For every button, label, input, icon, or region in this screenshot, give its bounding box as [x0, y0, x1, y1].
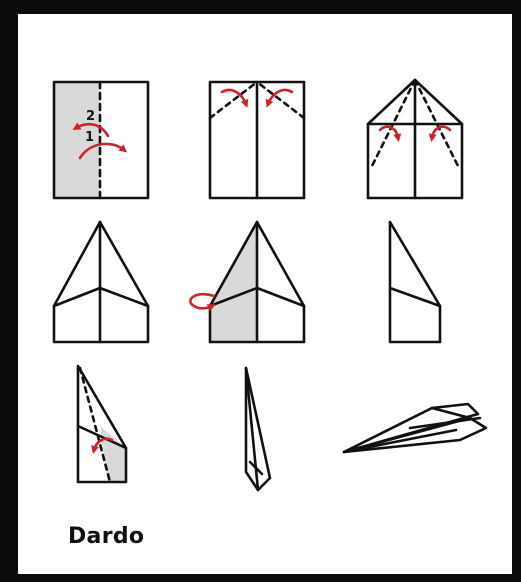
- step-1-fold-in-half: 2 1: [54, 82, 148, 198]
- fold-back-arrow: [190, 294, 214, 308]
- step-3-fold-edges-to-center: [368, 80, 462, 198]
- step-label-1: 1: [85, 130, 94, 145]
- step-4-narrow-point: [54, 222, 148, 342]
- step-9-finished-dart: [344, 404, 486, 452]
- step-8-side-view: [246, 368, 270, 490]
- step-6-folded-half: [390, 222, 440, 342]
- step-2-fold-top-corners: [210, 82, 304, 198]
- step-5-fold-in-half-back: [190, 222, 304, 342]
- step-label-2: 2: [86, 109, 95, 124]
- diagram-title: Dardo: [68, 524, 144, 549]
- step-7-fold-wing: [78, 366, 126, 482]
